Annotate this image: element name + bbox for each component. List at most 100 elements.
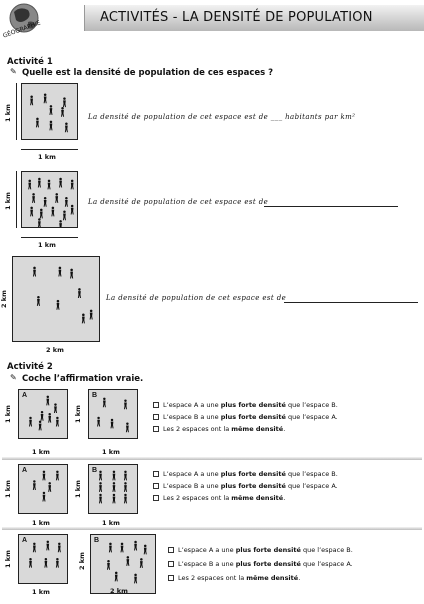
checkbox[interactable] — [168, 575, 174, 581]
checkbox[interactable] — [153, 495, 159, 501]
checkbox[interactable] — [153, 414, 159, 420]
person-icon — [110, 418, 114, 429]
width-label-2: 1 km — [38, 241, 56, 249]
space-label: B — [94, 537, 100, 544]
height-label-b3: 2 km — [78, 552, 86, 570]
person-icon — [123, 399, 128, 410]
person-icon — [42, 491, 46, 502]
person-icon — [32, 480, 36, 490]
person-icon — [43, 196, 47, 207]
person-icon — [47, 179, 51, 190]
checkbox[interactable] — [153, 483, 159, 489]
width-label-3: 2 km — [46, 346, 64, 354]
density-square-2 — [21, 171, 78, 228]
option-same-1[interactable]: Les 2 espaces ont la même densité. — [153, 425, 285, 433]
option-a-stronger-2[interactable]: L’espace A a une plus forte densité que … — [153, 470, 338, 478]
height-label-a3: 1 km — [4, 550, 12, 568]
person-icon — [49, 120, 53, 131]
person-icon — [89, 309, 93, 320]
height-label-a2: 1 km — [4, 480, 12, 498]
person-icon — [30, 95, 34, 106]
option-same-2[interactable]: Les 2 espaces ont la même densité. — [153, 494, 285, 502]
option-a-stronger-1[interactable]: L’espace A a une plus forte densité que … — [153, 401, 338, 409]
people-b-3 — [106, 540, 147, 584]
checkbox[interactable] — [168, 561, 174, 567]
option-same-3[interactable]: Les 2 espaces ont la même densité. — [168, 574, 300, 582]
person-icon — [46, 395, 50, 406]
height-arrow-2 — [16, 171, 17, 228]
space-label: A — [22, 467, 28, 474]
pencil-icon: ✎ — [10, 373, 17, 382]
person-icon — [112, 470, 116, 481]
person-icon — [28, 416, 33, 427]
width-arrow-2 — [21, 237, 78, 238]
height-label-a1: 1 km — [4, 405, 12, 423]
width-label-b2: 1 km — [102, 519, 120, 527]
height-label-3: 2 km — [0, 290, 8, 308]
person-icon — [98, 470, 103, 481]
person-icon — [81, 313, 85, 324]
person-icon — [35, 117, 39, 128]
width-label-b1: 1 km — [102, 448, 120, 456]
people-group-1 — [30, 93, 68, 133]
answer-line-3 — [284, 302, 418, 303]
option-b-stronger-3[interactable]: L’espace B a une plus forte densité que … — [168, 560, 353, 568]
person-icon — [134, 540, 138, 551]
person-icon — [38, 420, 42, 431]
person-icon — [55, 193, 59, 203]
person-icon — [106, 560, 111, 570]
person-icon — [32, 542, 36, 553]
person-icon — [37, 177, 41, 188]
space-label: A — [22, 537, 28, 544]
width-label-1: 1 km — [38, 153, 56, 161]
globe-logo-icon — [9, 3, 39, 33]
person-icon — [123, 482, 128, 492]
checkbox[interactable] — [153, 402, 159, 408]
width-label-a2: 1 km — [32, 519, 50, 527]
person-icon — [59, 177, 63, 188]
height-arrow-1 — [16, 83, 17, 140]
people-group-2 — [28, 177, 74, 227]
header-bar — [84, 5, 424, 31]
person-icon — [43, 93, 47, 104]
density-square-3 — [12, 256, 100, 342]
person-icon — [98, 482, 103, 492]
people-b-1 — [97, 397, 129, 433]
person-icon — [48, 412, 52, 423]
answer-line-2 — [264, 206, 398, 207]
space-a-1: A — [18, 389, 68, 439]
people-group-3 — [32, 266, 93, 324]
person-icon — [64, 122, 68, 133]
person-icon — [102, 397, 106, 408]
person-icon — [39, 208, 43, 219]
width-label-a1: 1 km — [32, 448, 50, 456]
person-icon — [30, 206, 34, 217]
person-icon — [70, 268, 74, 279]
activity2-question: Coche l’affirmation vraie. — [22, 374, 144, 384]
space-label: B — [92, 392, 98, 399]
width-label-b3: 2 km — [110, 587, 128, 595]
sentence-2: La densité de population de cet espace e… — [88, 198, 269, 206]
density-square-1 — [21, 83, 78, 140]
person-icon — [59, 220, 62, 227]
option-b-stronger-2[interactable]: L’espace B a une plus forte densité que … — [153, 482, 338, 490]
person-icon — [108, 542, 112, 553]
person-icon — [98, 493, 103, 504]
person-icon — [55, 557, 59, 568]
option-a-stronger-3[interactable]: L’espace A a une plus forte densité que … — [168, 546, 353, 554]
person-icon — [46, 540, 50, 551]
checkbox[interactable] — [153, 426, 159, 432]
person-icon — [28, 179, 32, 190]
checkbox[interactable] — [168, 547, 174, 553]
person-icon — [42, 470, 46, 481]
activity1-question: Quelle est la densité de population de c… — [22, 68, 274, 78]
person-icon — [134, 573, 138, 584]
checkbox[interactable] — [153, 471, 159, 477]
space-label: B — [92, 467, 98, 474]
person-icon — [55, 416, 59, 427]
person-icon — [55, 470, 59, 481]
person-icon — [123, 470, 128, 481]
person-icon — [37, 218, 41, 227]
option-b-stronger-1[interactable]: L’espace B a une plus forte densité que … — [153, 413, 338, 421]
space-b-2: B — [88, 464, 138, 514]
